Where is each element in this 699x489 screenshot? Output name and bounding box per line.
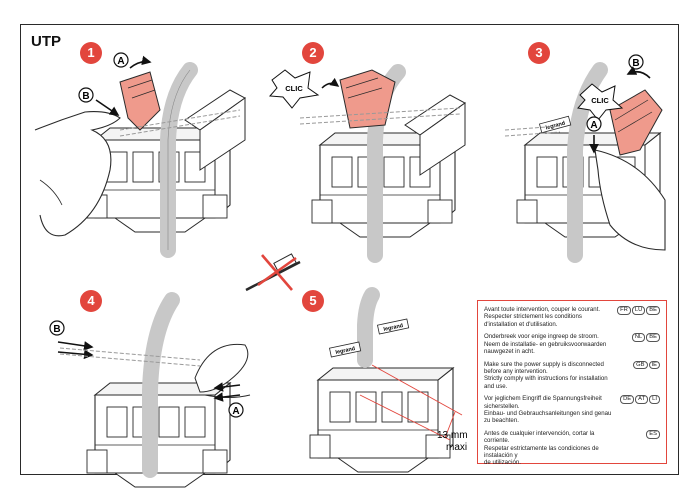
cable-icon	[142, 292, 180, 478]
warning-line: Vor jeglichem Eingriff die Spannungsfrei…	[484, 395, 602, 403]
connector-icon	[86, 382, 231, 488]
hand-icon	[34, 111, 121, 237]
brand-label: legrand	[335, 346, 356, 356]
panel-2: CLIC	[268, 64, 466, 263]
page-frame	[20, 24, 679, 475]
country-code-badge: DE	[620, 395, 635, 404]
warning-line: de utilización.	[484, 459, 521, 467]
hand-icon	[594, 149, 666, 251]
step-badge-4: 4	[80, 290, 102, 312]
warning-line: sicherstellen.	[484, 402, 520, 410]
warning-item: Antes de cualquier intervención, cortar …	[484, 430, 660, 466]
crossed-tool-icon	[245, 253, 301, 292]
page-title: UTP	[31, 33, 61, 50]
country-code-badge: FR	[617, 306, 631, 315]
measure-suffix: maxi	[446, 442, 467, 453]
country-codes: ES	[645, 430, 660, 439]
callout-b: B	[82, 91, 89, 102]
panel-1: A B	[34, 52, 246, 258]
warning-item: Vor jeglichem Eingriff die Spannungsfrei…	[484, 395, 660, 424]
warning-box: Avant toute intervention, couper le cour…	[477, 300, 667, 466]
country-code-badge: ES	[646, 430, 660, 439]
warning-line: Make sure the power supply is disconnect…	[484, 360, 604, 368]
warning-line: Einbau- und Gebrauchsanleitungen sind ge…	[484, 410, 612, 425]
country-code-badge: GB	[633, 360, 648, 370]
country-code-badge: LU	[631, 306, 646, 315]
warning-line: Avant toute intervention, couper le cour…	[484, 306, 601, 313]
warning-item: Onderbreek voor enige ingreep de stroom.…	[484, 333, 660, 355]
callout-b: B	[53, 324, 60, 335]
warning-line: Antes de cualquier intervención, cortar …	[484, 430, 595, 445]
country-code-badge: NL	[631, 333, 646, 342]
warning-line: Onderbreek voor enige ingreep de stroom.	[484, 333, 599, 341]
step-badge-3: 3	[528, 42, 550, 64]
country-code-badge: BE	[646, 333, 660, 342]
connector-icon	[309, 367, 454, 473]
warning-item: Make sure the power supply is disconnect…	[484, 360, 660, 390]
step-badge-5: 5	[302, 290, 324, 312]
country-code-badge: AT	[635, 395, 649, 404]
callout-a: A	[590, 120, 597, 131]
country-code-badge: LI	[649, 395, 660, 404]
panel-4: B A	[49, 292, 251, 488]
warning-line: Neem de installatie- en gebruiksvoorwaar…	[484, 340, 607, 348]
warning-line: Strictly comply with instructions for in…	[484, 375, 608, 390]
step-badge-1: 1	[80, 42, 102, 64]
country-code-badge: IE	[648, 360, 660, 370]
clic-label: CLIC	[285, 84, 303, 93]
warning-line: nauwgezet in acht.	[484, 347, 535, 355]
warning-line: Respecter strictement les conditions	[484, 313, 582, 321]
warning-line: before any intervention.	[484, 368, 548, 376]
step-badge-2: 2	[302, 42, 324, 64]
warning-line: Respetar estrictamente las condiciones d…	[484, 444, 599, 460]
panel-3: legrand CLIC B A	[504, 54, 666, 263]
callout-b: B	[632, 58, 639, 69]
cable-icon	[357, 287, 380, 368]
measure-value: 13 mm	[437, 430, 468, 441]
warning-item: Avant toute intervention, couper le cour…	[484, 306, 660, 328]
clic-label: CLIC	[591, 96, 609, 105]
panel-5: legrand legrand 13 mm maxi	[309, 287, 468, 473]
callout-a: A	[117, 56, 124, 67]
country-code-badge: BE	[646, 306, 660, 315]
brand-label: legrand	[383, 323, 404, 333]
warning-line: d'installation et d'utilisation.	[484, 320, 558, 328]
callout-a: A	[232, 406, 239, 417]
